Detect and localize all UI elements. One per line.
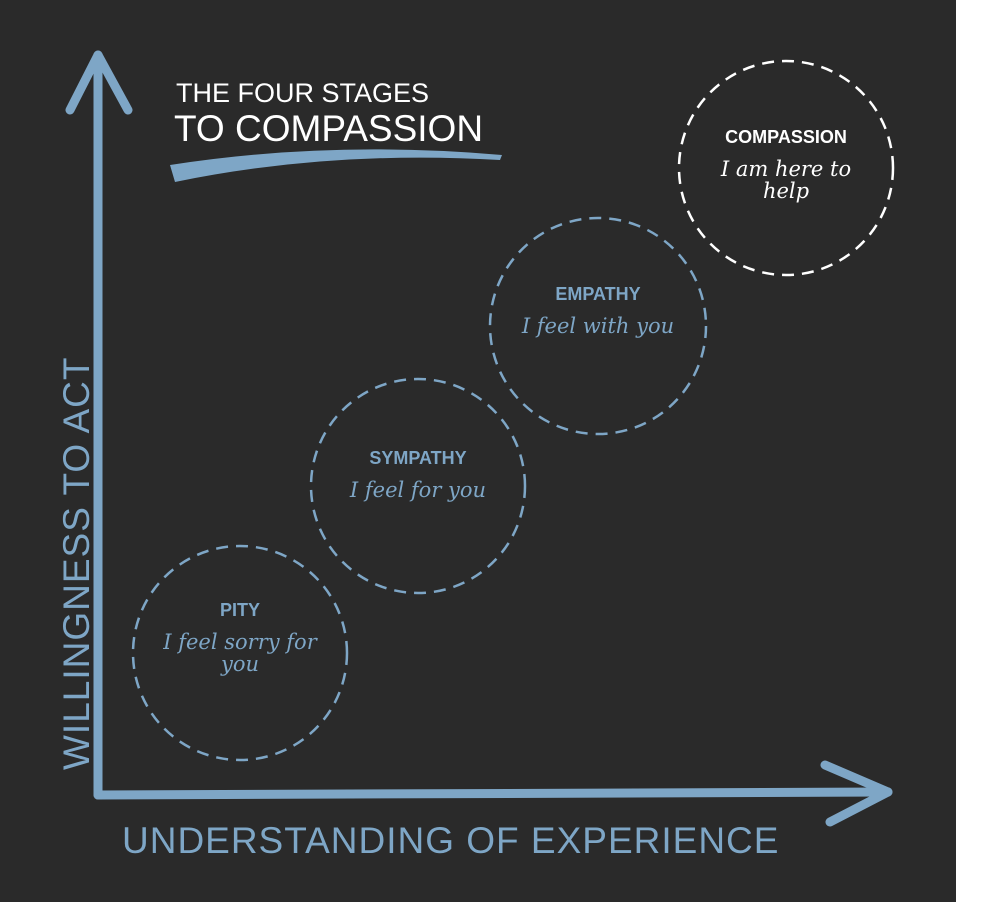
stage-compassion: COMPASSION I am here to help: [686, 127, 886, 202]
stage-text: I feel sorry for you: [163, 630, 317, 676]
y-axis-arrowhead: [65, 50, 133, 115]
y-axis-label: WILLINGNESS TO ACT: [56, 356, 97, 770]
stage-sympathy: SYMPATHY I feel for you: [318, 448, 518, 501]
x-axis: [93, 787, 893, 800]
compassion-circle: [677, 59, 895, 277]
x-axis-label: UNDERSTANDING OF EXPERIENCE: [122, 820, 780, 861]
title-line-1: THE FOUR STAGES: [176, 78, 430, 108]
sympathy-circle: [309, 377, 527, 595]
stage-text: I feel with you: [521, 314, 675, 338]
x-axis-arrowhead: [820, 760, 893, 827]
pity-circle: [131, 544, 349, 762]
stage-empathy: EMPATHY I feel with you: [498, 284, 698, 337]
stage-text: I feel for you: [349, 478, 487, 502]
stage-name: SYMPATHY: [369, 448, 467, 468]
stage-name: PITY: [219, 600, 260, 620]
stage-name: EMPATHY: [555, 284, 641, 304]
stage-text: I am here to help: [720, 157, 852, 203]
diagram-background: [0, 0, 956, 902]
stage-pity: PITY I feel sorry for you: [140, 600, 340, 675]
stage-name: COMPASSION: [725, 127, 847, 147]
title-line-2: TO COMPASSION: [174, 108, 484, 149]
title-brush-stroke: [170, 149, 502, 182]
empathy-circle: [488, 216, 708, 436]
